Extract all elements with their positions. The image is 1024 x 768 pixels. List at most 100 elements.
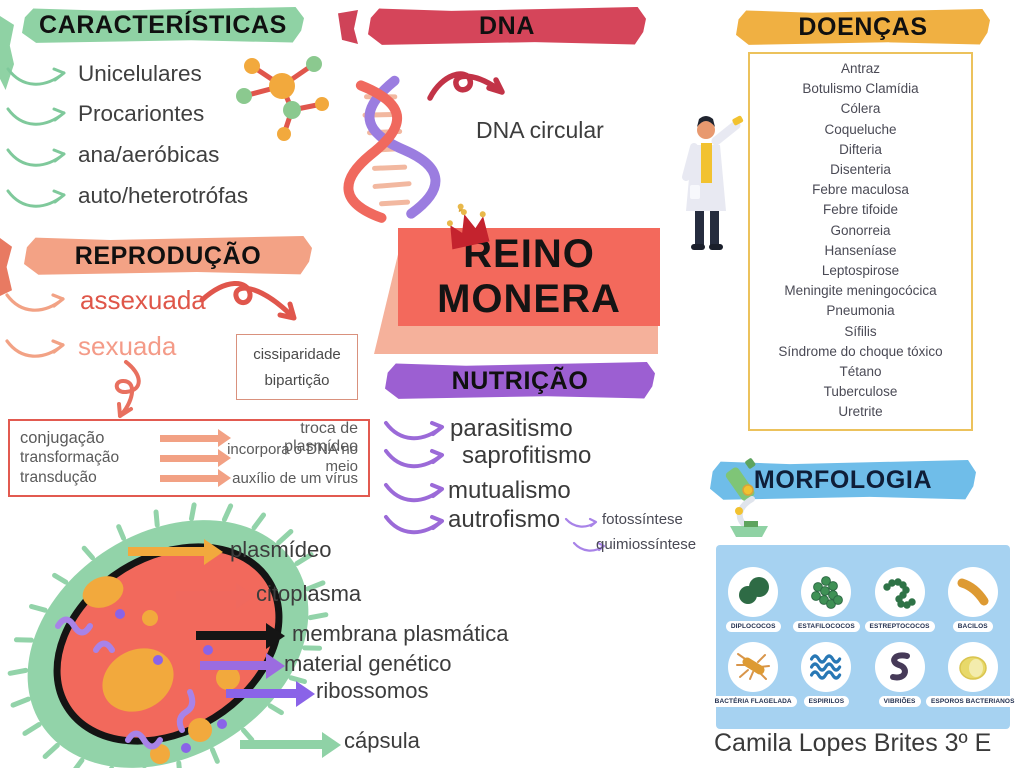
disease-item: Botulismo Clamídia: [802, 81, 919, 97]
cell-label: ribossomos: [316, 678, 429, 703]
curved-arrow-icon: [6, 67, 66, 86]
disease-item: Antraz: [840, 61, 881, 76]
morfologia-panel: DIPLOCOCOS ESTAFILOCOCOS: [709, 545, 1020, 729]
section-title-nutricao: NUTRIÇÃO: [385, 362, 655, 399]
disease-item: Cólera: [840, 101, 881, 117]
bacilos-icon: [947, 567, 998, 617]
curved-arrow-icon: [6, 148, 66, 167]
doencas-title: DOENÇAS: [798, 13, 928, 41]
cell-label: membrana plasmática: [292, 621, 509, 646]
cissiparidade-box: cissiparidade bipartição: [236, 334, 358, 400]
cell-label: plasmídeo: [230, 537, 332, 562]
morfologia-row: BACTÉRIA FLAGELADA ESPIRILOS VIBRIÕES: [709, 642, 1020, 707]
morfologia-row: DIPLOCOCOS ESTAFILOCOCOS: [716, 567, 1010, 632]
bacteria-flagelada-icon: [728, 642, 779, 692]
paint-splat: [0, 238, 12, 296]
esporos-bacterianos-icon: [947, 642, 998, 692]
table-desc: troca de plasmídeo: [284, 420, 358, 455]
curly-down-arrow-icon: [114, 360, 141, 418]
reproducao-item: sexuada: [78, 331, 177, 361]
nutricao-subitem: quimiossíntese: [596, 536, 697, 553]
reproducao-table: conjugação troca de plasmídeo transforma…: [8, 419, 370, 497]
membrana-arrow: [196, 631, 266, 640]
disease-item: Síndrome do choque tóxico: [778, 343, 943, 359]
disease-item: Leptospirose: [821, 263, 900, 279]
curved-arrow-icon: [5, 293, 65, 312]
morfologia-item: ESTREPTOCOCOS: [864, 567, 936, 632]
plasmideo-arrow: [128, 547, 204, 556]
microscope-icon: [725, 458, 768, 537]
dna-helix-icon: [343, 75, 441, 223]
disease-item: Coqueluche: [824, 121, 897, 137]
morfologia-label: DIPLOCOCOS: [725, 621, 781, 632]
crown-icon: [446, 203, 490, 250]
paint-splat: [338, 10, 358, 44]
curved-arrow-icon: [5, 339, 65, 358]
reino-monera-box: REINO MONERA: [398, 228, 660, 326]
dna-circular-label: DNA circular: [476, 117, 604, 143]
section-title-caracteristicas: CARACTERÍSTICAS: [22, 7, 304, 43]
disease-item: Tuberculose: [823, 384, 898, 400]
curly-arrow-icon: [199, 281, 297, 321]
doctor-illustration: [682, 115, 744, 250]
capsula-arrow: [240, 740, 322, 749]
citoplasma-arrow: [176, 591, 236, 600]
morfologia-item: BACILOS: [937, 567, 1009, 632]
morfologia-label: VIBRIÕES: [878, 696, 921, 707]
curved-arrow-icon: [6, 107, 66, 126]
estafilococos-icon: [801, 567, 852, 617]
table-row: conjugação troca de plasmídeo: [20, 420, 358, 455]
nutricao-title: NUTRIÇÃO: [451, 366, 589, 395]
disease-item: Difteria: [839, 141, 882, 157]
nutricao-item: mutualismo: [448, 477, 571, 504]
curved-arrow-icon: [384, 515, 444, 535]
disease-item: Uretrite: [838, 404, 883, 420]
section-title-doencas: DOENÇAS: [736, 9, 990, 45]
cissiparidade-label: cissiparidade: [253, 345, 341, 363]
credit-text: Camila Lopes Brites 3º E: [714, 729, 992, 757]
vibrioes-icon: [874, 642, 925, 692]
table-desc: incorpora o DNA no meio: [227, 441, 358, 475]
morfologia-item: ESPIRILOS: [790, 642, 862, 707]
reproducao-title: REPRODUÇÃO: [74, 241, 262, 270]
cell-label: citoplasma: [256, 581, 362, 606]
morfologia-item: BACTÉRIA FLAGELADA: [709, 642, 797, 707]
caracteristica-item: auto/heterotrófas: [78, 183, 249, 208]
disease-item: Hanseníase: [824, 242, 897, 258]
section-title-reproducao: REPRODUÇÃO: [24, 236, 312, 275]
nutricao-subitem: fotossíntese: [602, 511, 683, 528]
morfologia-label: BACTÉRIA FLAGELADA: [709, 696, 797, 707]
disease-item: Tétano: [839, 364, 882, 380]
table-term: conjugação: [20, 428, 105, 447]
disease-item: Pneumonia: [826, 303, 895, 319]
table-row: transdução auxílio de um vírus: [20, 468, 358, 488]
nutricao-item: parasitismo: [450, 415, 573, 442]
morfologia-item: ESTAFILOCOCOS: [790, 567, 862, 632]
nutricao-item: saprofitismo: [462, 442, 592, 469]
morfologia-label: ESTREPTOCOCOS: [864, 621, 935, 632]
morfologia-title: MORFOLOGIA: [753, 466, 933, 494]
table-term: transdução: [20, 469, 97, 486]
dna-title: DNA: [479, 12, 535, 40]
curly-arrow-icon: [427, 71, 505, 101]
table-term: transformação: [20, 449, 120, 466]
morfologia-item: VIBRIÕES: [864, 642, 936, 707]
biparticao-label: bipartição: [264, 371, 330, 389]
morfologia-label: BACILOS: [952, 621, 993, 632]
section-title-dna: DNA: [368, 7, 646, 45]
estreptococos-icon: [874, 567, 925, 617]
morfologia-item: DIPLOCOCOS: [717, 567, 789, 632]
caracteristica-item: Unicelulares: [78, 61, 202, 86]
ribossomos-arrow: [226, 689, 296, 698]
nutricao-item: autrofismo: [448, 506, 561, 533]
right-arrow-icon: [160, 434, 218, 442]
disease-item: Febre tifoide: [822, 202, 899, 218]
cell-label: material genético: [284, 651, 452, 676]
disease-item: Sífilis: [844, 323, 877, 339]
caracteristicas-title: CARACTERÍSTICAS: [39, 11, 287, 39]
morfologia-label: ESPOROS BACTERIANOS: [925, 696, 1020, 707]
right-arrow-icon: [160, 454, 218, 462]
reproducao-item: assexuada: [80, 285, 206, 315]
